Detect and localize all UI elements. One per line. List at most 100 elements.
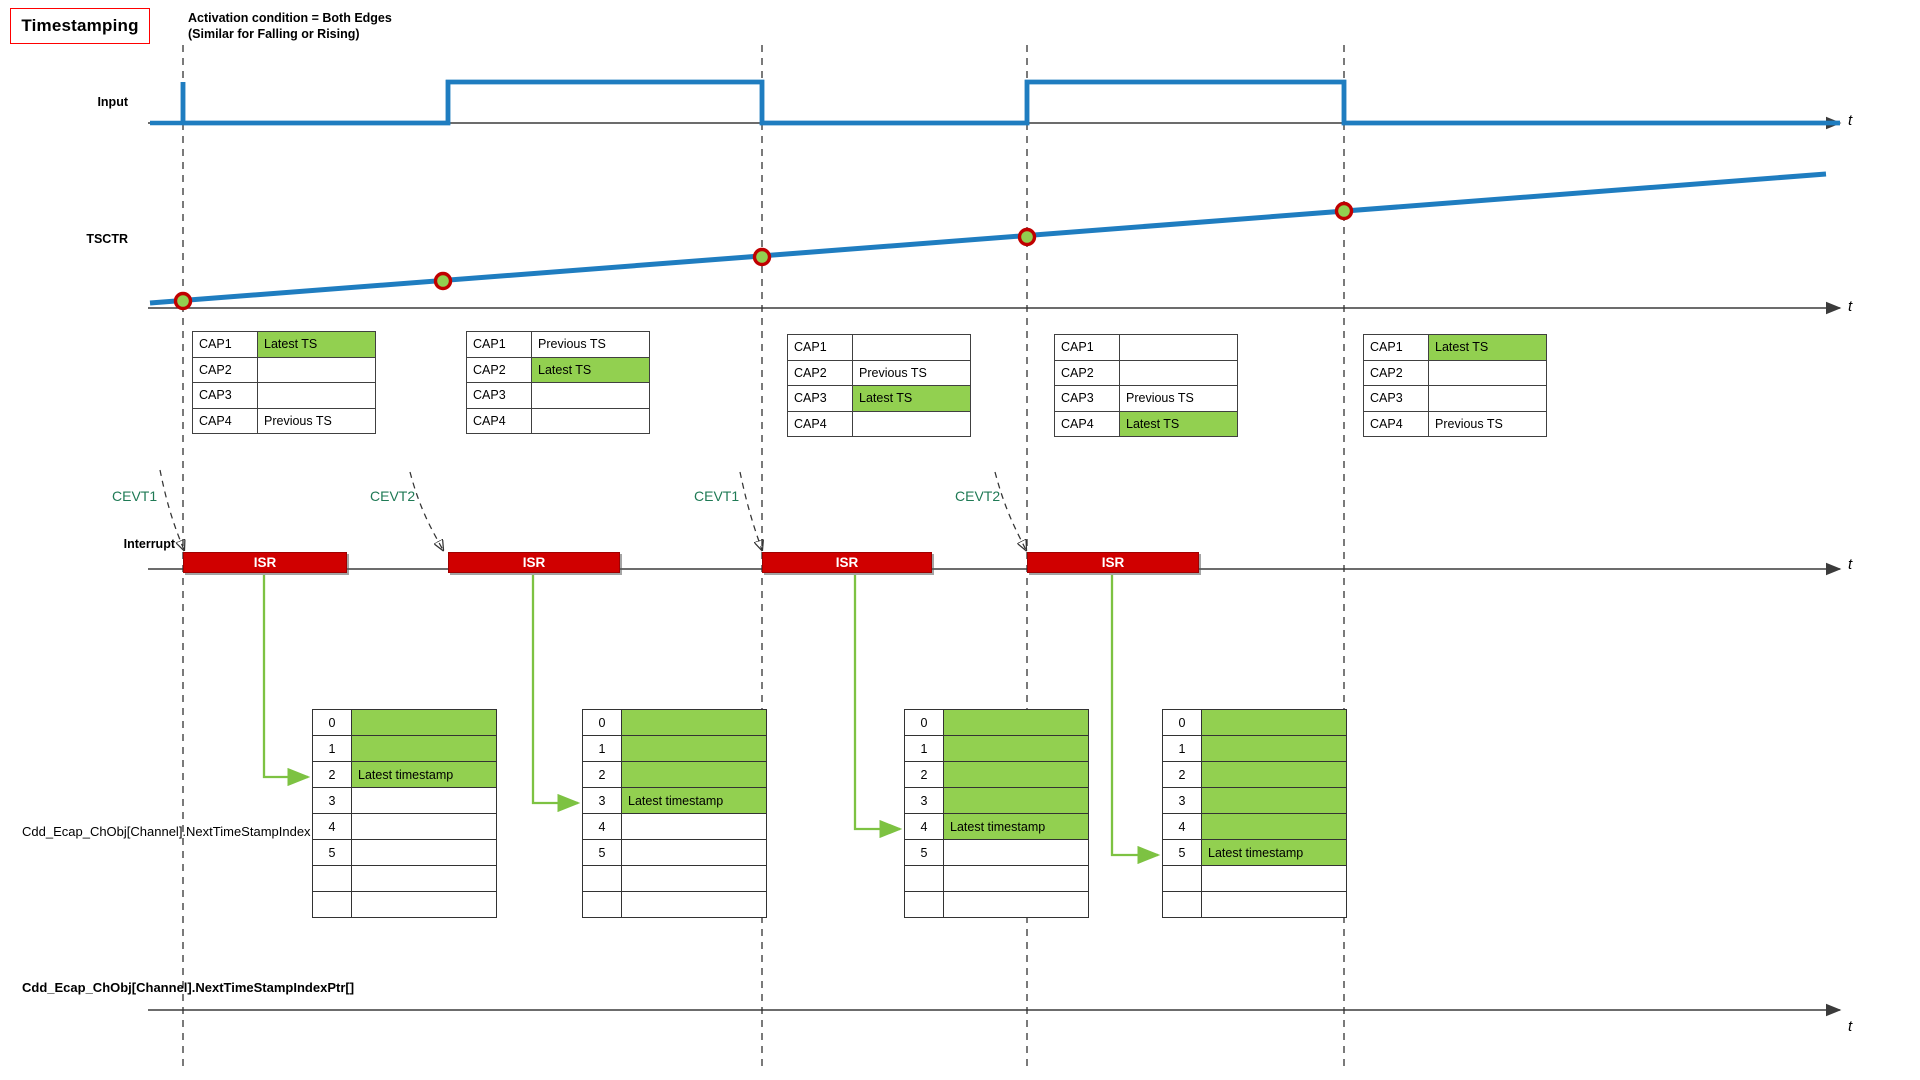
cap-key: CAP4: [466, 407, 532, 434]
cap-register-table-1: CAP1 Latest TS CAP2 CAP3 CAP4 Previous T…: [192, 331, 376, 434]
index-number: 0: [1162, 709, 1202, 736]
index-number: 5: [312, 839, 352, 866]
isr-arrow-4: [1110, 575, 1161, 865]
cap-value: Previous TS: [852, 359, 971, 386]
index-number: 1: [582, 735, 622, 762]
table-row: CAP3: [1363, 385, 1547, 412]
table-row: 2: [1162, 761, 1347, 788]
table-row: 2: [582, 761, 767, 788]
cevt-arrows: [159, 469, 1026, 550]
index-number: 0: [904, 709, 944, 736]
cevt-label-4: CEVT2: [955, 488, 1001, 504]
table-row: CAP2 Previous TS: [787, 359, 971, 386]
input-waveform: [150, 79, 1840, 126]
cevt-label-2: CEVT2: [370, 488, 416, 504]
time-axis-letter-input: t: [1848, 112, 1853, 129]
table-row: 2 Latest timestamp: [312, 761, 497, 788]
index-number: 2: [312, 761, 352, 788]
index-number: 2: [904, 761, 944, 788]
index-value: [1201, 865, 1347, 892]
index-value: Latest timestamp: [943, 813, 1089, 840]
index-number: [582, 891, 622, 918]
index-number: 4: [904, 813, 944, 840]
isr-block-2-label: ISR: [522, 555, 546, 570]
table-row: 1: [904, 735, 1089, 762]
table-row: [312, 865, 497, 892]
table-row: CAP4: [787, 410, 971, 437]
table-row: [904, 865, 1089, 892]
cevt-arrow-2: [409, 471, 443, 550]
cap-register-table-2: CAP1 Previous TS CAP2 Latest TS CAP3 CAP…: [466, 331, 650, 434]
isr-block-2[interactable]: ISR: [448, 552, 620, 573]
isr-block-3[interactable]: ISR: [762, 552, 932, 573]
index-value: [621, 813, 767, 840]
isr-arrow-3: [853, 575, 903, 839]
index-number: 5: [1162, 839, 1202, 866]
table-row: 3: [1162, 787, 1347, 814]
cevt-label-3: CEVT1: [694, 488, 740, 504]
table-row: 4: [1162, 813, 1347, 840]
table-row: 2: [904, 761, 1089, 788]
cap-register-table-5: CAP1 Latest TS CAP2 CAP3 CAP4 Previous T…: [1363, 334, 1547, 437]
index-value: [943, 709, 1089, 736]
table-row: [1162, 865, 1347, 892]
index-value: [351, 735, 497, 762]
input-waveform-main: [183, 79, 1840, 126]
table-row: 0: [582, 709, 767, 736]
table-row: CAP3 Latest TS: [787, 385, 971, 412]
index-value: [943, 761, 1089, 788]
index-number: [1162, 865, 1202, 892]
table-row: CAP1: [1054, 334, 1238, 361]
time-axis-letter-interrupt: t: [1848, 556, 1853, 573]
table-row: [312, 891, 497, 918]
table-row: CAP2: [1363, 359, 1547, 386]
table-row: 1: [312, 735, 497, 762]
table-row: 0: [904, 709, 1089, 736]
table-row: 5: [312, 839, 497, 866]
isr-block-1-label: ISR: [253, 555, 277, 570]
index-value: [1201, 891, 1347, 918]
index-value: [943, 787, 1089, 814]
cap-key: CAP3: [192, 382, 258, 409]
index-number: 4: [582, 813, 622, 840]
isr-block-1[interactable]: ISR: [183, 552, 347, 573]
cap-key: CAP4: [1363, 410, 1429, 437]
index-value: [351, 787, 497, 814]
index-number: 1: [904, 735, 944, 762]
index-value: [351, 709, 497, 736]
cap-key: CAP3: [787, 385, 853, 412]
table-row: CAP1 Previous TS: [466, 331, 650, 358]
index-number: 3: [582, 787, 622, 814]
cap-value: [852, 410, 971, 437]
table-row: [1162, 891, 1347, 918]
cap-value: Latest TS: [257, 331, 376, 358]
index-value: [621, 865, 767, 892]
table-row: 5: [904, 839, 1089, 866]
tsctr-ramp-line: [149, 171, 1827, 306]
cap-value: [852, 334, 971, 361]
page-title: Timestamping: [10, 8, 150, 44]
table-row: 3: [904, 787, 1089, 814]
isr-block-4[interactable]: ISR: [1027, 552, 1199, 573]
index-number: 4: [1162, 813, 1202, 840]
page-title-text: Timestamping: [21, 16, 139, 35]
table-row: CAP3: [466, 382, 650, 409]
table-row: CAP3: [192, 382, 376, 409]
capture-marker-1: [173, 291, 193, 311]
index-value: [943, 735, 1089, 762]
cap-key: CAP3: [1054, 385, 1120, 412]
index-value: [943, 865, 1089, 892]
index-number: 3: [904, 787, 944, 814]
table-row: 1: [1162, 735, 1347, 762]
cap-register-table-3: CAP1 CAP2 Previous TS CAP3 Latest TS CAP…: [787, 334, 971, 437]
table-row: CAP4 Previous TS: [192, 407, 376, 434]
cap-value: Latest TS: [852, 385, 971, 412]
cap-key: CAP1: [1054, 334, 1120, 361]
index-value: [351, 865, 497, 892]
index-number: [312, 891, 352, 918]
index-value: [1201, 709, 1347, 736]
index-number: 2: [1162, 761, 1202, 788]
index-number: 0: [312, 709, 352, 736]
